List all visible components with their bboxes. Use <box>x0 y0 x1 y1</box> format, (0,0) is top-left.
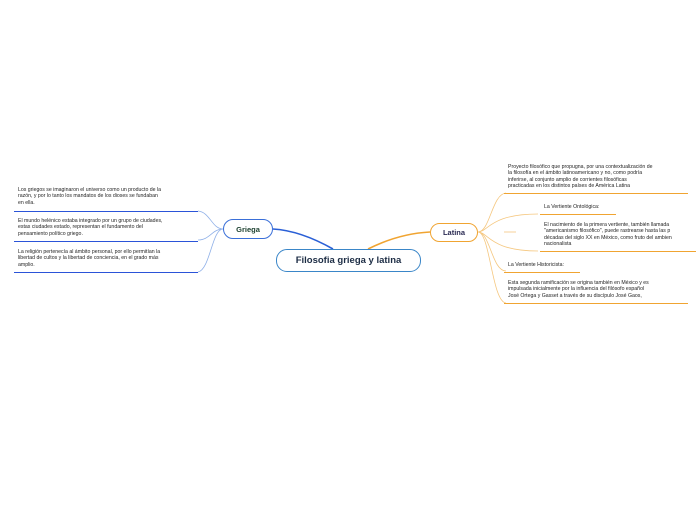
central-topic-label: Filosofia griega y latina <box>295 255 402 266</box>
griega-leaf-1[interactable]: Los griegos se imaginaron el universo co… <box>14 187 198 212</box>
link-latina-leaf-2 <box>477 213 539 233</box>
branch-griega-label: Griega <box>236 224 260 234</box>
link-latina-leaf-4 <box>477 231 507 272</box>
link-griega-leaf-3 <box>197 228 224 273</box>
griega-leaf-3[interactable]: La religión pertenecía al ámbito persona… <box>14 249 198 273</box>
branch-latina[interactable]: Latina <box>430 223 478 242</box>
latina-leaf-3[interactable]: El nacimiento de la primera vertiente, t… <box>540 222 696 252</box>
latina-leaf-4[interactable]: La Vertiente Historicista: <box>504 262 580 273</box>
griega-leaf-2[interactable]: El mundo helénico estaba integrado por u… <box>14 218 198 242</box>
link-latina-leaf-1 <box>477 192 507 233</box>
link-griega-leaf-1 <box>197 210 224 230</box>
link-latina-leaf-5 <box>477 231 507 304</box>
latina-leaf-2[interactable]: La Vertiente Ontológica: <box>540 204 616 215</box>
link-central-latina <box>367 231 431 250</box>
branch-griega[interactable]: Griega <box>223 219 273 239</box>
central-topic[interactable]: Filosofia griega y latina <box>276 249 421 272</box>
branch-latina-label: Latina <box>442 228 466 237</box>
link-griega-leaf-2 <box>197 228 224 241</box>
latina-leaf-5[interactable]: Esta segunda ramificación se origina tam… <box>504 280 688 304</box>
latina-leaf-1[interactable]: Proyecto filosófico que propugna, por un… <box>504 164 688 194</box>
link-central-griega <box>272 228 334 250</box>
